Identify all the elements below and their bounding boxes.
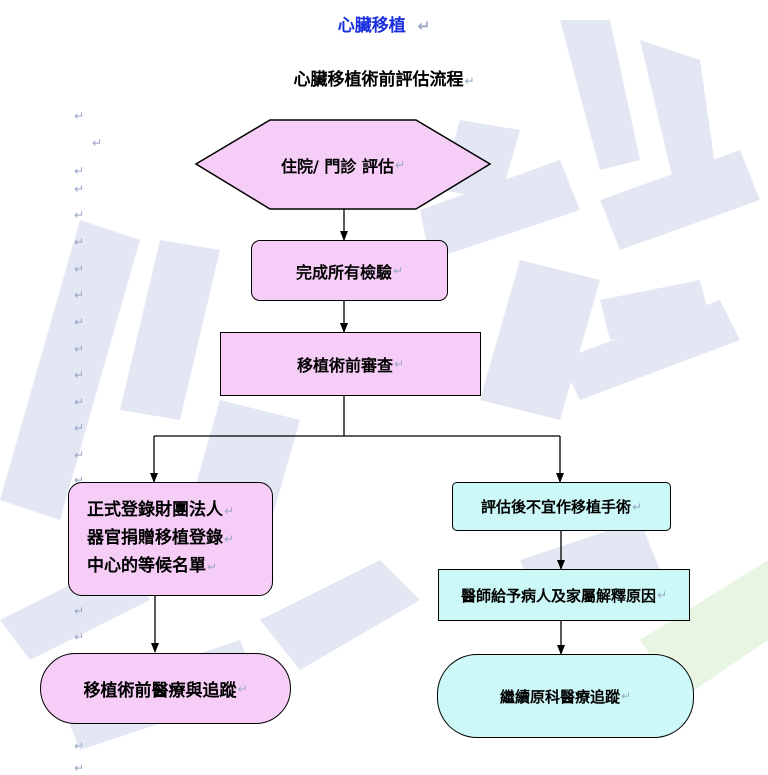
page-title-text: 心臟移植: [337, 16, 406, 36]
paragraph-mark: ↵: [74, 164, 85, 178]
unsuitable-node: 評估後不宜作移植手術↵: [452, 482, 671, 531]
paragraph-mark: ↵: [393, 357, 405, 371]
paragraph-mark: ↵: [74, 473, 85, 487]
paragraph-mark: ↵: [417, 17, 431, 35]
review-node: 移植術前審查↵: [220, 332, 481, 396]
paragraph-mark: ↵: [74, 368, 85, 382]
paragraph-mark: ↵: [224, 504, 235, 518]
paragraph-mark: ↵: [74, 262, 85, 276]
start-node-label: 住院/ 門診 評估: [280, 157, 394, 176]
register-line-1: 正式登錄財團法人: [87, 500, 223, 520]
paragraph-mark: ↵: [464, 74, 475, 88]
register-line-2: 器官捐贈移植登錄: [87, 528, 223, 548]
paragraph-mark: ↵: [74, 182, 85, 196]
paragraph-mark: ↵: [92, 136, 103, 150]
diagram-subtitle: 心臟移植術前評估流程↵: [0, 65, 768, 90]
paragraph-mark: ↵: [620, 689, 632, 703]
paragraph-mark: ↵: [74, 288, 85, 302]
pre-transplant-followup-label: 移植術前醫療與追蹤: [83, 681, 237, 701]
paragraph-mark: ↵: [392, 263, 404, 278]
paragraph-mark: ↵: [74, 109, 85, 123]
paragraph-mark: ↵: [631, 499, 643, 514]
exams-node: 完成所有檢驗↵: [251, 240, 448, 301]
paragraph-mark: ↵: [237, 681, 248, 696]
continue-followup-label: 繼續原科醫療追蹤: [499, 687, 620, 706]
paragraph-mark: ↵: [394, 158, 406, 172]
paragraph-mark: ↵: [74, 208, 85, 222]
paragraph-mark: ↵: [74, 448, 85, 462]
register-line-3: 中心的等候名單: [87, 556, 206, 576]
continue-followup-node: 繼續原科醫療追蹤↵: [437, 654, 694, 738]
paragraph-mark: ↵: [74, 395, 85, 409]
diagram-subtitle-text: 心臟移植術前評估流程: [293, 70, 464, 90]
explain-node-label: 醫師給予病人及家屬解釋原因: [460, 586, 656, 605]
paragraph-mark: ↵: [74, 421, 85, 435]
paragraph-mark: ↵: [74, 342, 85, 356]
paragraph-mark: ↵: [74, 315, 85, 329]
register-node: 正式登錄財團法人↵ 器官捐贈移植登錄↵ 中心的等候名單↵: [68, 482, 273, 596]
unsuitable-node-label: 評估後不宜作移植手術: [480, 498, 631, 516]
paragraph-mark: ↵: [207, 560, 218, 574]
review-node-label: 移植術前審查: [296, 356, 393, 375]
page-title: 心臟移植 ↵: [0, 11, 768, 36]
paragraph-mark: ↵: [74, 739, 85, 753]
explain-node: 醫師給予病人及家屬解釋原因↵: [438, 569, 690, 621]
paragraph-mark: ↵: [74, 761, 85, 775]
paragraph-mark: ↵: [74, 235, 85, 249]
paragraph-mark: ↵: [74, 604, 85, 618]
start-node: 住院/ 門診 評估↵: [194, 118, 492, 212]
pre-transplant-followup-node: 移植術前醫療與追蹤↵: [40, 653, 291, 724]
paragraph-mark: ↵: [656, 588, 668, 602]
paragraph-mark: ↵: [224, 532, 235, 546]
start-hexagon-shape: [194, 119, 492, 210]
exams-node-label: 完成所有檢驗: [295, 262, 392, 282]
paragraph-mark: ↵: [74, 630, 85, 644]
